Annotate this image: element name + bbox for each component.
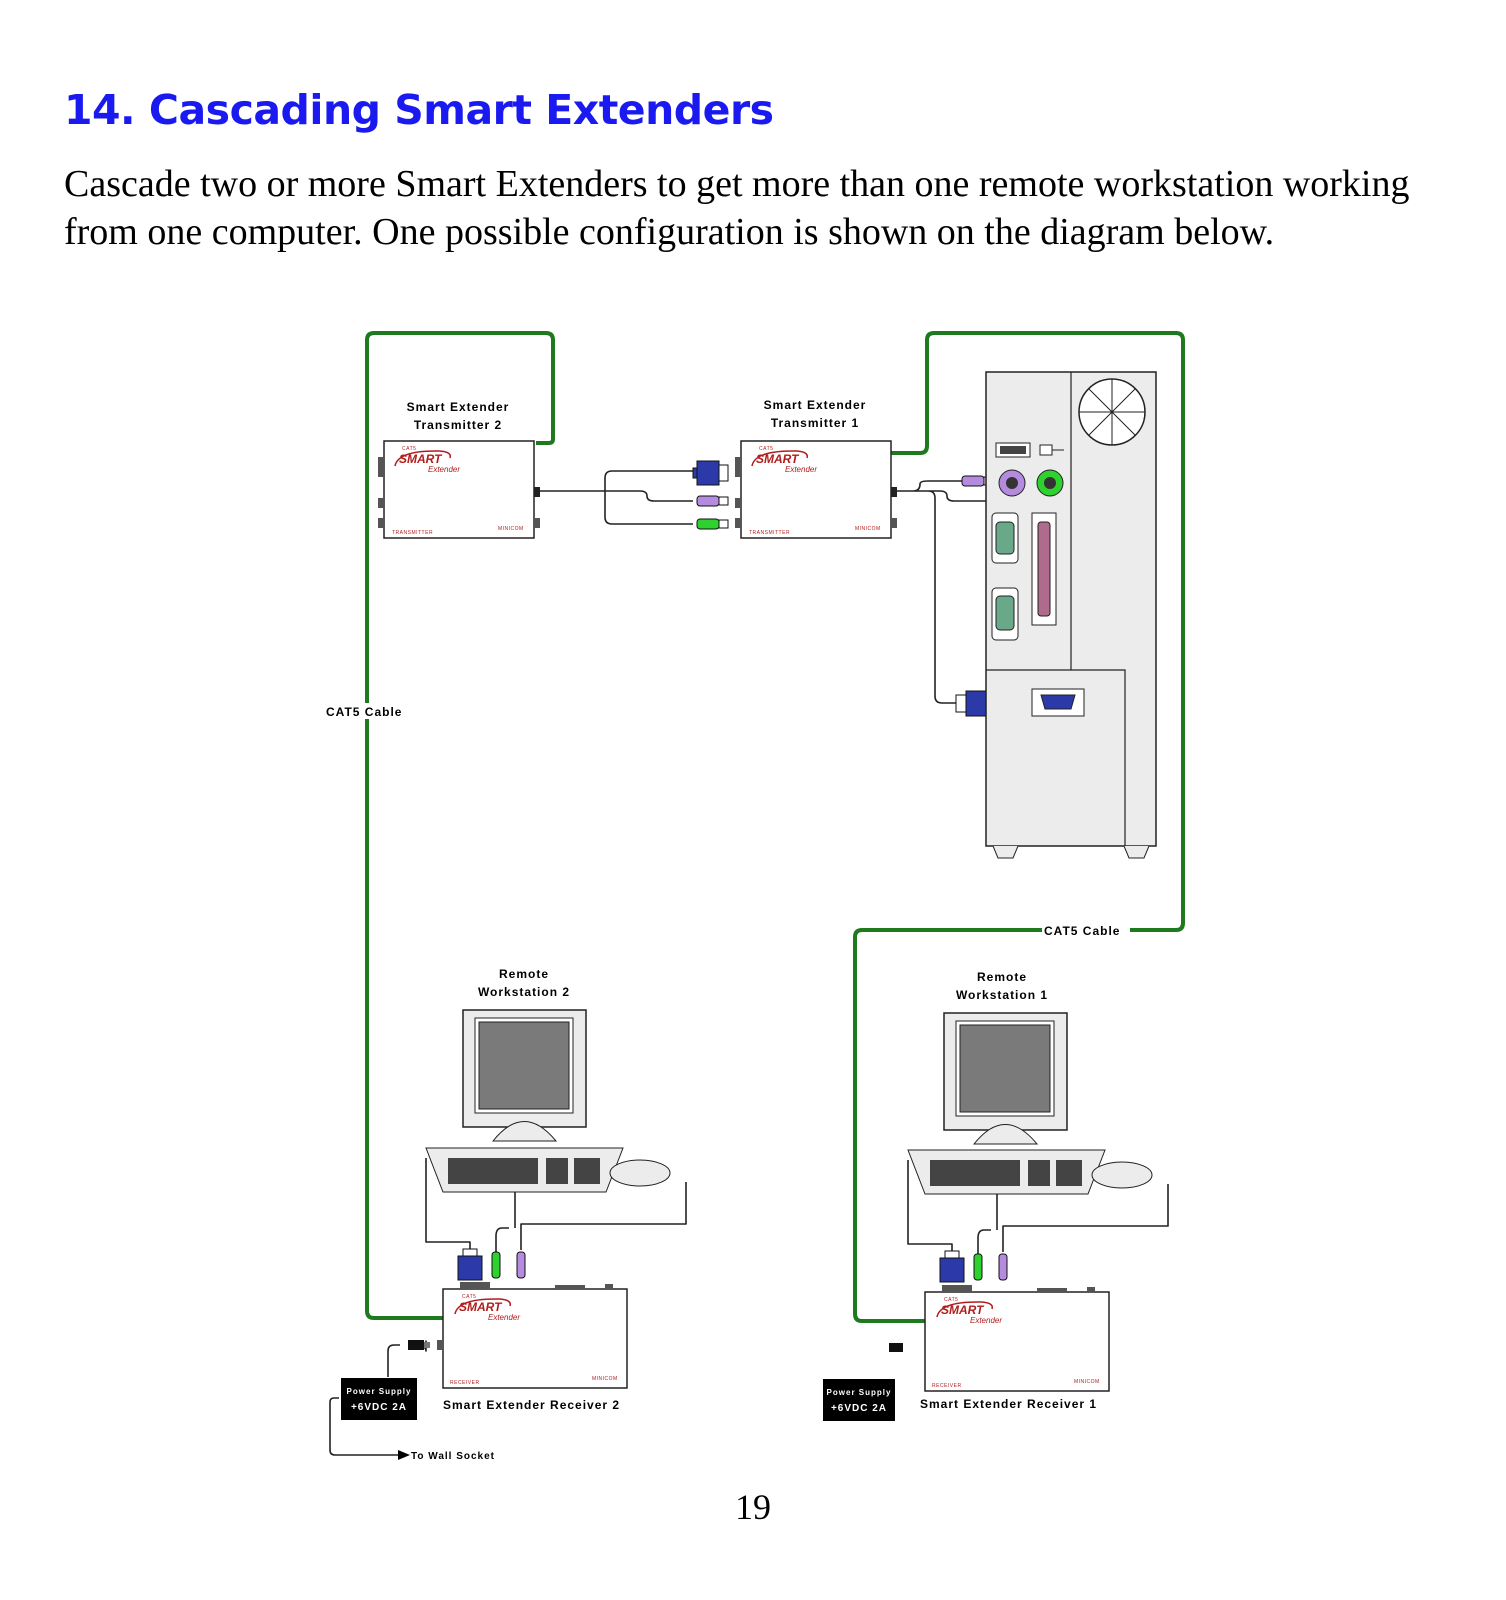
mouse-icon [609, 1159, 671, 1187]
cascade-cable [540, 470, 695, 525]
svg-text:MINICOM: MINICOM [1074, 1379, 1100, 1385]
computer-tower [985, 371, 1157, 859]
mouse-icon [1091, 1161, 1153, 1189]
svg-text:MINICOM: MINICOM [498, 526, 524, 532]
svg-text:TRANSMITTER: TRANSMITTER [749, 530, 790, 536]
vga-connector [692, 460, 729, 486]
smart-logo: SMART [459, 1300, 503, 1314]
transmitter-2: Smart Extender Transmitter 2 CAT5 SMART … [378, 400, 540, 539]
transmitter-2-title: Smart Extender [407, 400, 510, 414]
vga-connector [955, 690, 989, 717]
svg-text:+6VDC 2A: +6VDC 2A [831, 1403, 887, 1414]
workstation-1-title: Remote [977, 970, 1027, 984]
svg-text:CAT5: CAT5 [462, 1294, 476, 1300]
power-supply-2: Power Supply +6VDC 2A [341, 1378, 417, 1420]
remote-workstation-2: Remote Workstation 2 [425, 967, 687, 1281]
power-supply-1: Power Supply +6VDC 2A [823, 1379, 895, 1421]
svg-text:Extender: Extender [785, 465, 817, 474]
svg-text:RECEIVER: RECEIVER [932, 1383, 962, 1389]
svg-text:CAT5: CAT5 [759, 446, 773, 452]
svg-text:MINICOM: MINICOM [855, 526, 881, 532]
intro-paragraph: Cascade two or more Smart Extenders to g… [64, 163, 1410, 253]
receiver-1-label: Smart Extender Receiver 1 [920, 1397, 1097, 1411]
receiver-1: CAT5 SMART Extender RECEIVER MINICOM Sma… [920, 1285, 1110, 1411]
plug-icon [408, 1340, 430, 1350]
monitor-icon [462, 1009, 587, 1142]
cat5-cable-right [853, 331, 1185, 1323]
cat5-cable-label-left: CAT5 Cable [326, 705, 402, 719]
workstation-2-subtitle: Workstation 2 [478, 985, 570, 999]
section-heading: 14. Cascading Smart Extenders [64, 86, 774, 134]
svg-text:Extender: Extender [970, 1316, 1002, 1325]
transmitter-1-title: Smart Extender [764, 398, 867, 412]
remote-workstation-1: Remote Workstation 1 [907, 970, 1169, 1283]
svg-text:RECEIVER: RECEIVER [450, 1380, 480, 1386]
workstation-1-subtitle: Workstation 1 [956, 988, 1048, 1002]
ps2-mouse-connector [696, 495, 729, 507]
smart-logo: SMART [756, 452, 800, 466]
keyboard-icon [425, 1147, 624, 1193]
smart-logo: SMART [399, 452, 443, 466]
monitor-icon [943, 1012, 1068, 1145]
transmitter-1-subtitle: Transmitter 1 [771, 416, 859, 430]
svg-text:CAT5: CAT5 [944, 1297, 958, 1303]
cat5-cable-label-right: CAT5 Cable [1044, 924, 1120, 938]
receiver-2: CAT5 SMART Extender RECEIVER MINICOM Sma… [437, 1282, 628, 1412]
svg-text:MINICOM: MINICOM [592, 1376, 618, 1382]
ps2-keyboard-connector [696, 518, 729, 530]
workstation-2-title: Remote [499, 967, 549, 981]
plug-icon [889, 1343, 903, 1352]
svg-text:TRANSMITTER: TRANSMITTER [392, 530, 433, 536]
page-number: 19 [735, 1487, 771, 1527]
svg-text:Extender: Extender [428, 465, 460, 474]
svg-text:+6VDC 2A: +6VDC 2A [351, 1402, 407, 1413]
svg-text:Power Supply: Power Supply [827, 1388, 892, 1397]
transmitter-1: Smart Extender Transmitter 1 CAT5 SMART … [735, 398, 897, 539]
cat5-cable-left [365, 331, 555, 1320]
fan-icon [1078, 378, 1146, 446]
keyboard-icon [907, 1149, 1106, 1195]
computer-cable [897, 480, 1000, 704]
svg-text:Extender: Extender [488, 1313, 520, 1322]
receiver-2-label: Smart Extender Receiver 2 [443, 1398, 620, 1412]
svg-text:Power Supply: Power Supply [347, 1387, 412, 1396]
transmitter-2-subtitle: Transmitter 2 [414, 418, 502, 432]
wall-socket-label: To Wall Socket [411, 1451, 495, 1462]
svg-text:CAT5: CAT5 [402, 446, 416, 452]
smart-logo: SMART [941, 1303, 985, 1317]
